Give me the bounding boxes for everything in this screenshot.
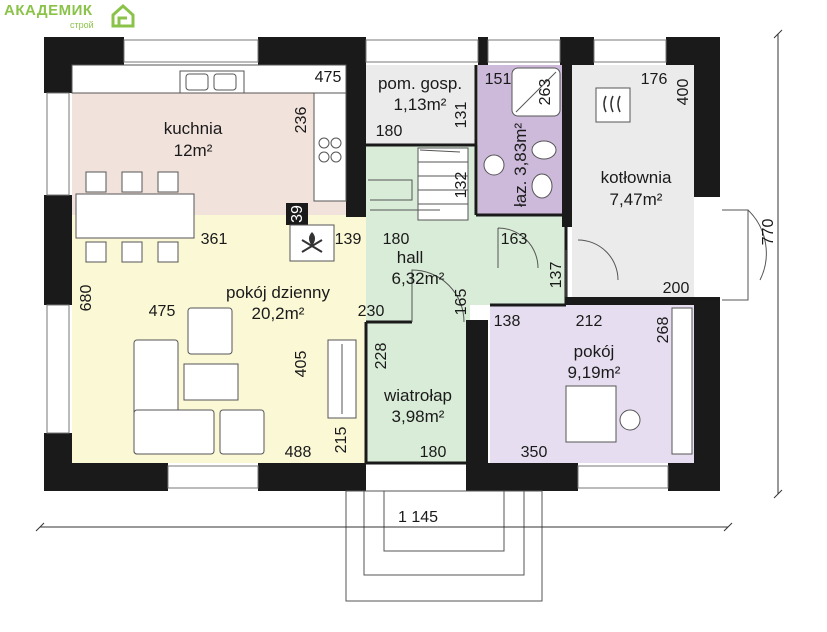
pokoj-area: 9,19m² [568, 363, 621, 382]
dim-180-hall: 180 [383, 231, 410, 248]
dim-180-pom: 180 [376, 123, 403, 140]
kotlownia-floor [572, 65, 694, 297]
dim-268: 268 [655, 317, 672, 344]
dim-212: 212 [576, 313, 603, 330]
dim-1145: 1 145 [398, 509, 438, 526]
dim-180-wiatrolap: 180 [420, 444, 447, 461]
sofa-set [133, 307, 357, 455]
dim-475-living: 475 [149, 303, 176, 320]
entrance-porch [345, 490, 543, 602]
desk-and-wardrobe [565, 307, 693, 455]
dim-361: 361 [201, 231, 228, 248]
fireplace-icon [289, 224, 335, 262]
dim-200: 200 [663, 280, 690, 297]
logo-wordmark: АКАДЕМИК [4, 2, 93, 19]
kuchnia-name: kuchnia [164, 119, 223, 138]
pokoj-name: pokój [574, 342, 615, 361]
logo: АКАДЕМИК строй [4, 2, 144, 32]
dim-236: 236 [293, 107, 310, 134]
boiler-icon [595, 87, 631, 123]
dzienny-name: pokój dzienny [226, 283, 330, 302]
dim-350: 350 [521, 444, 548, 461]
dim-770: 770 [760, 219, 777, 246]
dim-165: 165 [453, 289, 470, 316]
staircase [368, 147, 469, 221]
dim-230: 230 [358, 303, 385, 320]
kitchen-counter [71, 64, 347, 202]
dim-176: 176 [641, 71, 668, 88]
kuchnia-area: 12m² [174, 141, 213, 160]
dim-405: 405 [293, 351, 310, 378]
logo-subtitle: строй [70, 20, 94, 30]
dim-400: 400 [675, 79, 692, 106]
dim-680: 680 [78, 285, 95, 312]
dim-215: 215 [333, 427, 350, 454]
windows [46, 39, 669, 489]
kotlownia-name: kotłownia [601, 168, 672, 187]
dzienny-area: 20,2m² [252, 304, 305, 323]
kotlownia-area: 7,47m² [610, 190, 663, 209]
dining-table [75, 171, 195, 263]
wiatrolap-name: wiatrołap [383, 386, 452, 405]
pom-gosp-area: 1,13m² [394, 95, 447, 114]
pom-gosp-name: pom. gosp. [378, 74, 462, 93]
house-logo-icon [111, 3, 135, 28]
doors [411, 209, 767, 323]
dim-138: 138 [494, 313, 521, 330]
wiatrolap-floor [366, 305, 470, 463]
pom-gosp-floor [366, 65, 476, 145]
hall-area: 6,32m² [392, 269, 445, 288]
dim-132: 132 [453, 172, 470, 199]
hall-name: hall [397, 248, 423, 267]
dim-151: 151 [485, 71, 512, 88]
dim-163: 163 [501, 231, 528, 248]
dim-137: 137 [548, 262, 565, 289]
dimension-lines [35, 29, 783, 532]
dim-263: 263 [537, 79, 554, 106]
dim-228: 228 [373, 343, 390, 370]
wiatrolap-area: 3,98m² [392, 407, 445, 426]
bathroom-fixtures [483, 67, 561, 199]
dim-139: 139 [335, 231, 362, 248]
dim-475-kitchen: 475 [315, 69, 342, 86]
dim-131: 131 [453, 102, 470, 129]
exterior-walls [44, 37, 720, 491]
dim-488: 488 [285, 444, 312, 461]
laz-label: łaz. 3,83m² [511, 123, 530, 207]
dim-39: 39 [289, 205, 306, 223]
